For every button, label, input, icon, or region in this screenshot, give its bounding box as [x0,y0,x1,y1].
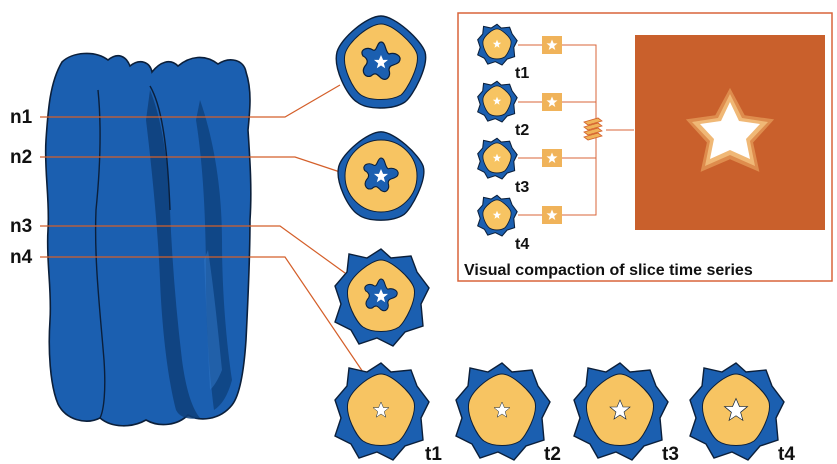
star-thumbnail-icon [542,36,562,224]
panel-time-label-t4: t4 [515,236,529,253]
stack-layers-icon [583,117,603,141]
panel-connectors [518,44,634,216]
slice-label-n2: n2 [10,147,32,168]
panel-time-label-t1: t1 [515,65,529,82]
slice-label-n4: n4 [10,247,33,268]
protein-structure-icon [44,52,252,427]
slice-cross-section-n2 [337,131,425,221]
slice-t2 [455,362,551,461]
compaction-panel: t1 t2 t3 t4 [457,12,833,282]
time-label-t2: t2 [544,444,561,464]
slice-cross-section-n3 [334,248,430,347]
compacted-result-image [635,35,825,230]
time-label-t4: t4 [778,444,795,464]
slice-t3 [573,362,669,461]
time-series-bottom: t1 t2 t3 t4 [334,362,795,464]
panel-time-label-t3: t3 [515,179,529,196]
slice-connector-lines [40,84,366,376]
slice-cross-section-n1 [335,15,427,109]
time-label-t1: t1 [425,444,442,464]
slice-label-n3: n3 [10,216,32,237]
slice-t1 [334,362,430,461]
panel-caption: Visual compaction of slice time series [464,262,753,279]
slice-t4 [689,362,785,461]
slice-label-n1: n1 [10,107,33,128]
panel-time-label-t2: t2 [515,122,529,139]
time-label-t3: t3 [662,444,679,464]
